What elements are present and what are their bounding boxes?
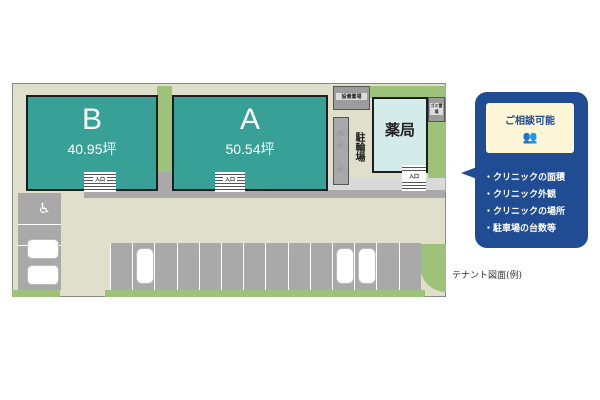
- parking-stall: [354, 243, 377, 290]
- entrance-label: 入口: [223, 176, 237, 183]
- entrance-stairs: 入口: [402, 165, 426, 191]
- parking-stall: [265, 243, 287, 290]
- caption: テナント図面(例): [452, 271, 523, 281]
- parking-stall: [176, 243, 199, 290]
- car-icon: [336, 248, 354, 284]
- consultation-item: ・駐車場の台数等: [484, 224, 557, 234]
- parking-stall: [132, 243, 155, 290]
- green-strip: [370, 86, 446, 98]
- parking-stall: [287, 243, 310, 290]
- entrance-label: 入口: [402, 173, 426, 180]
- wheelchair-icon: ♿: [38, 201, 51, 217]
- car-icon: [358, 248, 377, 284]
- unit-area: 50.54坪: [225, 141, 275, 157]
- parking-stall: [221, 243, 243, 290]
- green-strip: [157, 86, 172, 190]
- bicycle-icon: 🚲🚲🚲: [336, 128, 346, 172]
- walkway: [84, 190, 445, 198]
- bicycle-parking-label: 駐輪場: [353, 132, 364, 162]
- green-strip: [428, 122, 446, 192]
- parking-stall: [332, 243, 354, 290]
- car-icon: [136, 248, 155, 284]
- parking-stall: [398, 243, 421, 290]
- bubble-tail: [461, 167, 477, 179]
- entrance-stairs: 入口: [84, 172, 116, 192]
- garbage-label: ゴミ置場: [430, 103, 443, 115]
- green-strip: [105, 290, 425, 297]
- pharmacy[interactable]: 薬局: [372, 97, 428, 173]
- pharmacy-label: 薬局: [384, 121, 415, 139]
- consultation-item: ・クリニックの面積: [484, 173, 566, 183]
- bicycle-rack: 🚲🚲🚲: [333, 117, 349, 185]
- entrance-label: 入口: [93, 176, 107, 183]
- parking-stall: [376, 243, 398, 290]
- car-icon: [27, 239, 59, 259]
- unit-label: B: [81, 103, 102, 136]
- parking-row: [110, 243, 421, 290]
- green-strip: [12, 290, 60, 297]
- entrance-stairs: 入口: [215, 172, 245, 192]
- unit-a[interactable]: A 50.54坪: [172, 95, 328, 191]
- consultation-title: ご相談可能: [505, 116, 555, 127]
- garbage-area: ゴミ置場: [428, 97, 445, 122]
- consultation-item: ・クリニック外観: [484, 190, 557, 200]
- equipment-area: 設備置場: [333, 86, 370, 110]
- parking-stall: [243, 243, 265, 290]
- unit-label: A: [239, 103, 260, 136]
- parking-stall: [309, 243, 332, 290]
- parking-stall: [198, 243, 221, 290]
- parking-stall: [154, 243, 176, 290]
- parking-stall: [110, 243, 132, 290]
- walkway: [158, 172, 172, 192]
- meeting-icon: 👥: [522, 130, 538, 144]
- unit-area: 40.95坪: [67, 141, 117, 157]
- equipment-label: 設備置場: [336, 93, 367, 100]
- car-icon: [27, 265, 59, 285]
- consultation-box: ご相談可能 👥: [486, 103, 574, 153]
- accessible-parking: ♿: [18, 193, 61, 290]
- consultation-item: ・クリニックの場所: [484, 207, 566, 217]
